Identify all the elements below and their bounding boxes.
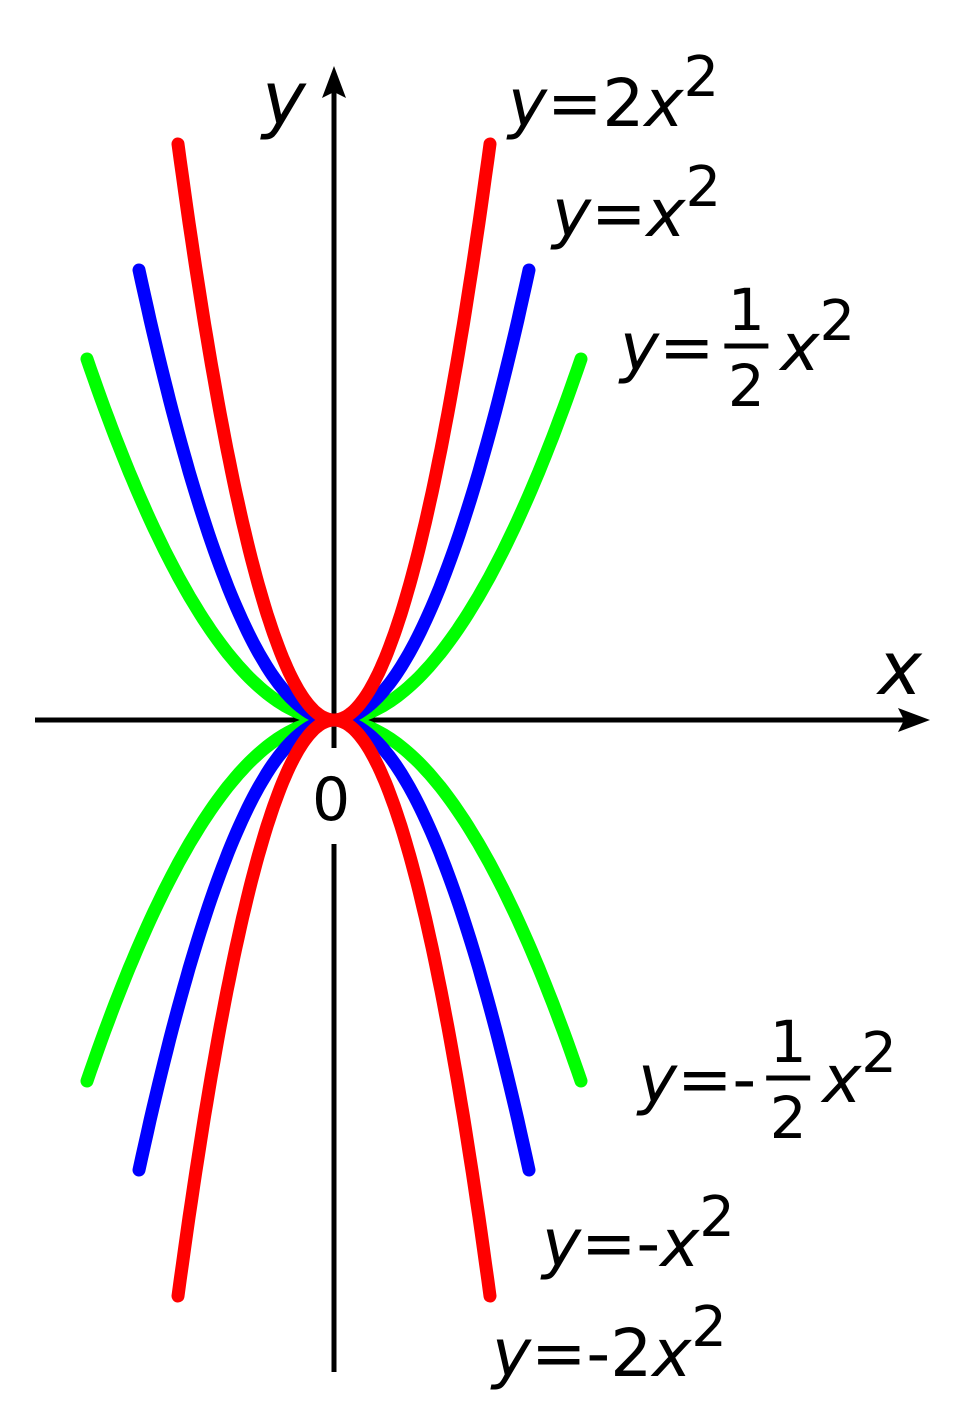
origin-label: 0 xyxy=(312,765,350,835)
fraction-denominator-3: 2 xyxy=(770,1084,807,1152)
fraction-numerator-3: 1 xyxy=(770,1008,807,1076)
y-axis-arrowhead xyxy=(322,66,346,98)
fraction-numerator-2: 1 xyxy=(728,276,765,344)
curve-label-4: y=-x2 xyxy=(540,1185,735,1282)
axes: x y 0 xyxy=(35,56,930,1372)
x-axis-label: x xyxy=(876,626,923,712)
curve-label-5: y=-2x2 xyxy=(490,1295,727,1392)
curve-label-text-0: y=2x2 xyxy=(506,45,719,142)
curve-label-0: y=2x2 xyxy=(506,45,719,142)
fraction-denominator-2: 2 xyxy=(728,352,765,420)
curve-label-text-5: y=-2x2 xyxy=(490,1295,727,1392)
y-axis-label: y xyxy=(260,56,307,142)
curve-label-1: y=x2 xyxy=(550,155,721,252)
x-axis-arrowhead xyxy=(898,708,930,732)
curves xyxy=(80,137,588,1303)
curve-label-text-1: y=x2 xyxy=(550,155,721,252)
curve-label-text-4: y=-x2 xyxy=(540,1185,735,1282)
curve-label-3: y=- x21 2 xyxy=(636,1008,897,1152)
curve-label-text-3: y=- x2 xyxy=(636,1021,897,1118)
curve-label-text-2: y= x2 xyxy=(618,289,855,386)
origin-label-backdrop xyxy=(306,748,362,844)
series-line-5 xyxy=(171,713,497,1303)
curve-label-2: y= x21 2 xyxy=(618,276,855,420)
